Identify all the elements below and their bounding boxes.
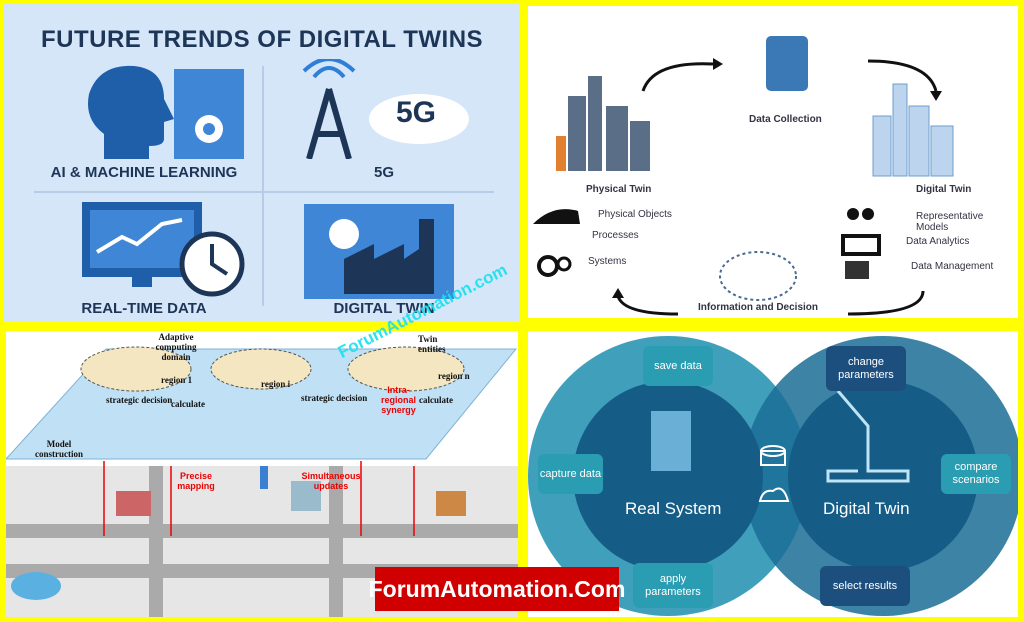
capture-data-button[interactable]: capture data bbox=[538, 454, 603, 494]
physical-item: Systems bbox=[588, 256, 627, 267]
digital-item: Data Analytics bbox=[906, 236, 970, 247]
physical-twin-label: Physical Twin bbox=[586, 184, 652, 195]
synergy-label: Intra-regional synergy bbox=[380, 385, 416, 415]
trend-label: REAL-TIME DATA bbox=[81, 300, 207, 317]
future-trends-panel: FUTURE TRENDS OF DIGITAL TWINS AI & MACH… bbox=[4, 4, 520, 322]
digital-item: Representative Models bbox=[916, 211, 984, 233]
data-collection-label: Data Collection bbox=[749, 114, 822, 125]
physical-item: Physical Objects bbox=[598, 209, 672, 220]
cell-tower-icon bbox=[302, 59, 469, 159]
trend-label: 5G bbox=[373, 164, 394, 181]
physical-digital-twin-panel: Data Collection Physical Twin Digital Tw… bbox=[528, 6, 1018, 318]
select-results-button[interactable]: select results bbox=[820, 566, 910, 606]
brain-head-icon bbox=[88, 65, 244, 159]
digital-twin-label: Digital Twin bbox=[916, 184, 972, 195]
information-decision-label: Information and Decision bbox=[696, 302, 821, 313]
change-parameters-button[interactable]: change parameters bbox=[826, 346, 906, 391]
region-label: region i bbox=[261, 379, 291, 389]
digital-item: Data Management bbox=[911, 261, 994, 272]
cycle-arrows-icon bbox=[533, 36, 954, 316]
save-data-button[interactable]: save data bbox=[643, 346, 713, 386]
strategic-decision-label: strategic decision bbox=[301, 393, 368, 403]
divider bbox=[262, 66, 264, 306]
factory-gear-icon bbox=[304, 204, 454, 299]
trend-label: AI & MACHINE LEARNING bbox=[50, 164, 238, 181]
5g-badge: 5G bbox=[396, 96, 437, 129]
region-label: region 1 bbox=[161, 375, 193, 385]
venn-circles bbox=[528, 336, 1018, 616]
trend-label: DIGITAL TWIN bbox=[333, 300, 435, 317]
divider bbox=[34, 191, 494, 193]
twin-entities-label: Twin entities bbox=[418, 334, 446, 354]
smart-city-twin-panel: Adaptive computing domain Twin entities … bbox=[6, 331, 518, 617]
real-system-label: Real System bbox=[625, 499, 722, 518]
panel-title: FUTURE TRENDS OF DIGITAL TWINS bbox=[40, 26, 484, 53]
strategic-decision-label: strategic decision bbox=[106, 395, 173, 405]
physical-item: Processes bbox=[592, 230, 639, 241]
forumautomation-logo: ForumAutomation.Com bbox=[369, 567, 625, 611]
apply-parameters-button[interactable]: apply parameters bbox=[633, 563, 713, 608]
compare-scenarios-button[interactable]: compare scenarios bbox=[941, 454, 1011, 494]
calculate-label: calculate bbox=[171, 399, 205, 409]
digital-twin-label: Digital Twin bbox=[823, 499, 910, 518]
calculate-label: calculate bbox=[419, 395, 453, 405]
region-label: region n bbox=[438, 371, 470, 381]
simultaneous-updates-label: Simultaneous updates bbox=[301, 471, 361, 491]
monitor-chart-clock-icon bbox=[82, 202, 245, 297]
precise-mapping-label: Precise mapping bbox=[177, 471, 215, 491]
model-construction-label: Model construction bbox=[35, 439, 83, 459]
adaptive-label: Adaptive computing domain bbox=[155, 332, 197, 362]
